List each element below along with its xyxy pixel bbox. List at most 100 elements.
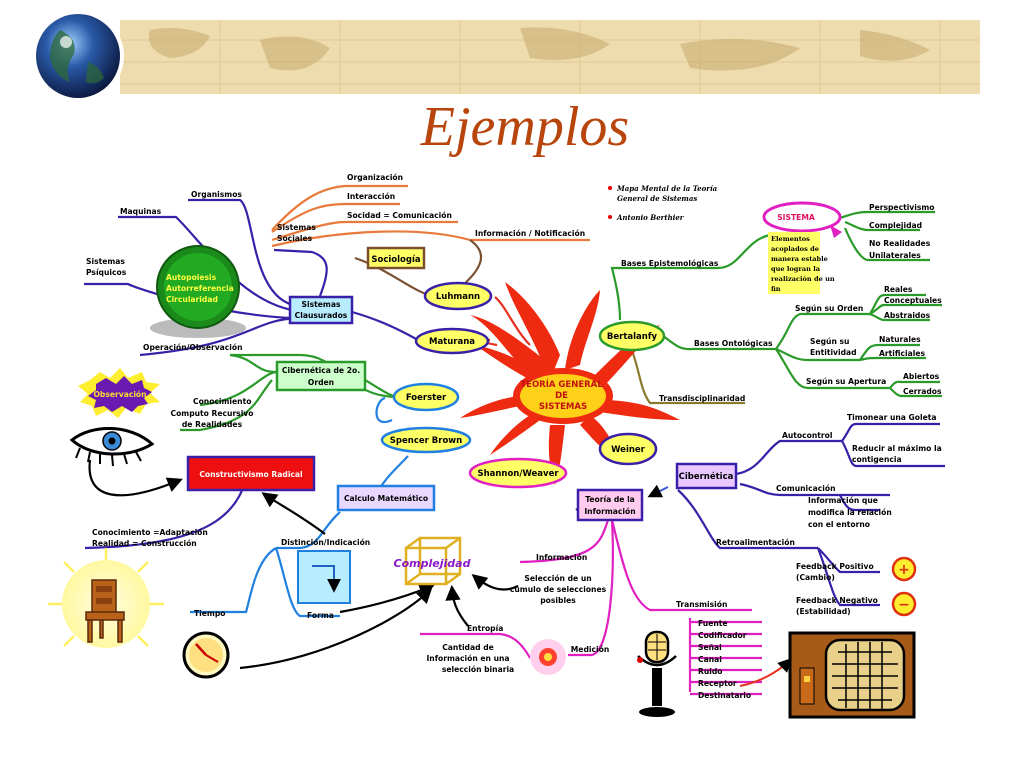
globe-icon xyxy=(32,10,124,102)
center-line-2: DE xyxy=(555,391,568,401)
center-node[interactable]: TEORÍA GENERAL DE SISTEMAS xyxy=(460,282,680,485)
label-transdisc: Transdisciplinaridad xyxy=(659,394,745,403)
legend: Mapa Mental de la Teoría General de Sist… xyxy=(608,184,718,222)
svg-text:Luhmann: Luhmann xyxy=(436,292,480,302)
eye-icon xyxy=(69,427,155,467)
page-title: Ejemplos xyxy=(420,96,629,158)
svg-text:Foerster: Foerster xyxy=(406,393,447,403)
clock-icon xyxy=(182,631,230,679)
svg-text:Complejidad: Complejidad xyxy=(394,557,471,570)
label-operacion: Operación/Observación xyxy=(143,343,243,352)
node-sistema[interactable]: SISTEMA xyxy=(762,201,842,238)
svg-text:SISTEMA: SISTEMA xyxy=(777,213,815,222)
sistema-definition: Elementos acoplados de manera estable qu… xyxy=(768,232,837,294)
node-constructivismo-radical[interactable]: Constructivismo Radical xyxy=(186,455,316,492)
label-complejidad-b: Complejidad xyxy=(869,221,922,230)
svg-text:Cibernética de 2o.Orden: Cibernética de 2o.Orden xyxy=(282,366,360,387)
svg-text:Observación: Observación xyxy=(93,390,146,399)
label-forma: Forma xyxy=(307,611,334,620)
label-interaccion: Interacción xyxy=(347,192,395,201)
svg-text:Maturana: Maturana xyxy=(429,337,475,347)
chair-icon xyxy=(48,548,164,648)
svg-text:+: + xyxy=(898,562,910,578)
node-observacion[interactable]: Observación xyxy=(78,368,160,418)
node-luhmann[interactable]: Luhmann xyxy=(423,281,493,311)
label-autocontrol: Autocontrol xyxy=(782,431,832,440)
label-transmision: Transmisión xyxy=(676,600,727,609)
node-spencer-brown[interactable]: Spencer Brown xyxy=(380,426,472,454)
node-sociologia[interactable]: Sociología xyxy=(366,246,426,270)
black-arrows xyxy=(88,459,519,670)
label-timonear: Timonear una Goleta xyxy=(847,413,937,422)
label-maquinas: Maquinas xyxy=(120,207,162,216)
label-informacion: Información xyxy=(536,553,587,562)
svg-text:Medición: Medición xyxy=(571,645,609,654)
forma-icon xyxy=(297,550,351,604)
svg-text:Bertalanfy: Bertalanfy xyxy=(607,332,658,342)
svg-text:−: − xyxy=(898,597,910,613)
label-bases-onto: Bases Ontológicas xyxy=(694,339,773,348)
legend-line-2: General de Sistemas xyxy=(617,194,697,203)
svg-text:Calculo Matemático: Calculo Matemático xyxy=(344,494,428,503)
legend-author: Antonio Berthier xyxy=(616,213,685,222)
node-medicion[interactable]: Medición xyxy=(530,639,609,675)
svg-text:Spencer Brown: Spencer Brown xyxy=(390,436,462,446)
plus-icon: + xyxy=(891,556,917,582)
node-maturana[interactable]: Maturana xyxy=(414,327,490,355)
label-tiempo: Tiempo xyxy=(194,609,226,618)
node-calculo-matematico[interactable]: Calculo Matemático xyxy=(336,484,436,512)
minus-icon: − xyxy=(891,591,917,617)
node-shannon-weaver[interactable]: Shannon/Weaver xyxy=(468,457,568,489)
label-conocimiento: Conocimiento xyxy=(193,397,251,406)
label-segun-apertura: Según su Apertura xyxy=(806,377,886,386)
node-foerster[interactable]: Foerster xyxy=(392,382,460,412)
svg-text:Constructivismo Radical: Constructivismo Radical xyxy=(199,470,302,479)
center-line-1: TEORÍA GENERAL xyxy=(520,378,603,390)
label-info-notif: Información / Notificación xyxy=(475,229,585,238)
center-line-3: SISTEMAS xyxy=(539,402,587,412)
svg-text:TEORÍA GENERAL DE: TEORÍA GENERAL DE SISTEMAS xyxy=(520,378,605,412)
label-retroalimentacion: Retroalimentación xyxy=(716,538,795,547)
label-feedback-pos: Feedback Positivo(Cambio) xyxy=(796,562,874,582)
node-cibernetica-2o-orden[interactable]: Cibernética de 2o.Orden xyxy=(275,360,367,392)
node-bertalanfy[interactable]: Bertalanfy xyxy=(598,320,666,352)
node-weiner[interactable]: Weiner xyxy=(598,432,658,466)
label-perspectivismo: Perspectivismo xyxy=(869,203,935,212)
label-feedback-neg: Feedback Negativo(Estabilidad) xyxy=(796,596,878,616)
svg-text:Elementos acoplados de: Elementos acoplados de manera estable qu… xyxy=(771,235,837,293)
label-bases-epist: Bases Epistemológicas xyxy=(621,259,719,268)
label-distincion: Distinción/Indicación xyxy=(281,538,370,547)
microphone-icon xyxy=(637,630,677,717)
header-banner xyxy=(120,20,980,94)
label-sociedad: Socidad = Comunicación xyxy=(347,211,452,220)
svg-text:Shannon/Weaver: Shannon/Weaver xyxy=(477,469,559,479)
node-complejidad[interactable]: Complejidad xyxy=(394,536,471,586)
node-cibernetica[interactable]: Cibernética xyxy=(675,462,738,490)
svg-text:Cibernética: Cibernética xyxy=(679,471,734,482)
label-organizacion: Organización xyxy=(347,173,403,182)
label-comunicacion: Comunicación xyxy=(776,484,835,493)
label-entropia: Entropía xyxy=(467,624,503,633)
